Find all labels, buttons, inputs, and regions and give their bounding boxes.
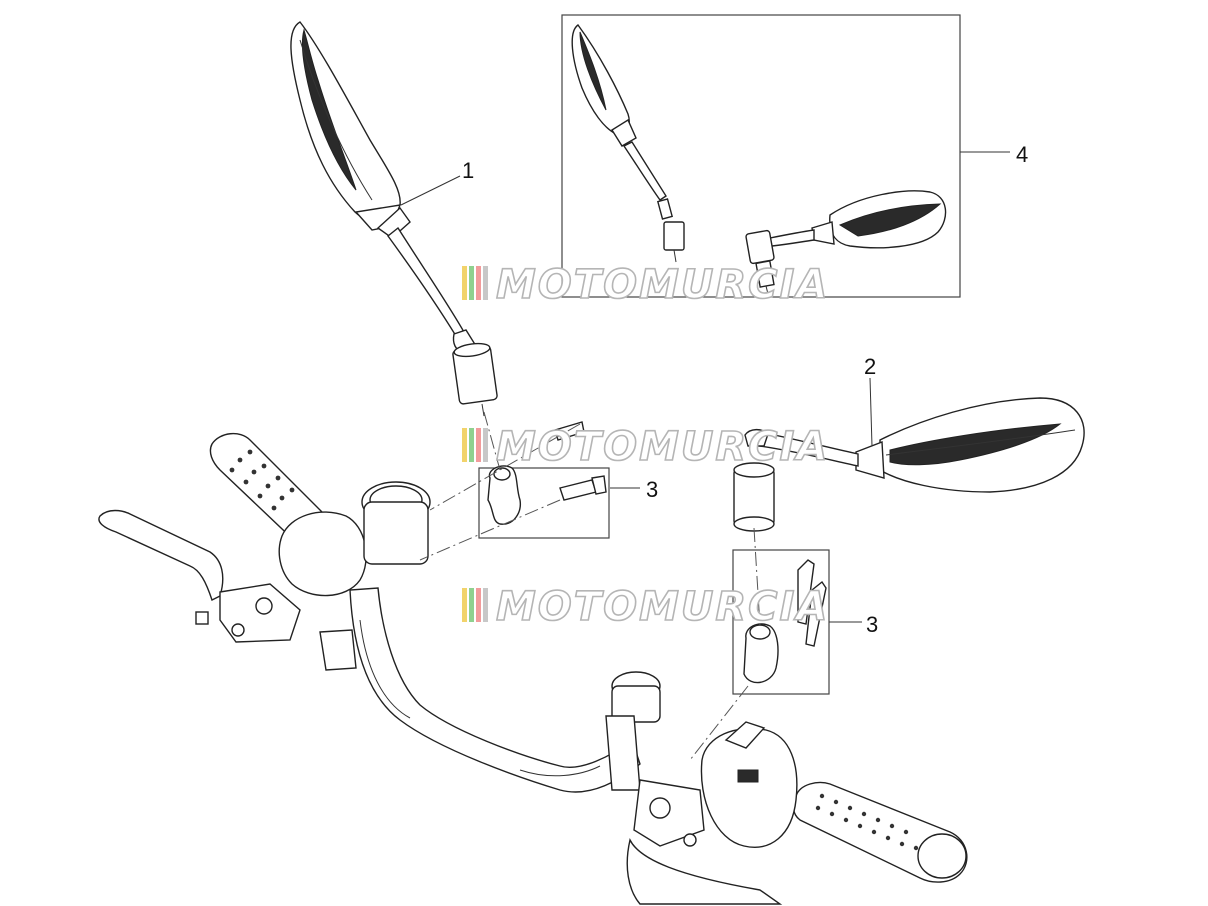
watermark-text: MOTOMURCIA	[496, 584, 829, 630]
watermark-3: MOTOMURCIA	[462, 583, 829, 631]
watermark-stripe	[483, 266, 488, 300]
assembly-lines	[419, 411, 761, 761]
watermark-stripe	[462, 588, 467, 622]
left-controls	[98, 481, 431, 671]
watermark-stripe	[469, 266, 474, 300]
watermark-stripe	[476, 588, 481, 622]
mirror-clamp-lower-part-3	[743, 559, 827, 684]
callout-1: 1	[462, 158, 474, 183]
watermark-stripe	[476, 428, 481, 462]
mirror-left-part-1	[290, 21, 498, 417]
callout-4: 4	[1016, 142, 1028, 167]
watermark-stripe	[469, 588, 474, 622]
watermark-stripe	[469, 428, 474, 462]
watermark-stripe	[483, 428, 488, 462]
clamp-box-upper	[478, 467, 610, 539]
right-grip	[792, 781, 968, 883]
watermark-stripe	[462, 428, 467, 462]
watermark-1: MOTOMURCIA	[462, 261, 829, 309]
right-controls	[605, 671, 798, 905]
watermark-text: MOTOMURCIA	[496, 424, 829, 470]
watermark-text: MOTOMURCIA	[496, 262, 829, 308]
mirror-set-box	[561, 14, 961, 298]
leader-lines	[400, 151, 1010, 623]
callout-3-lower: 3	[866, 612, 878, 637]
watermark-2: MOTOMURCIA	[462, 423, 829, 471]
callout-2: 2	[864, 354, 876, 379]
watermark-stripe	[476, 266, 481, 300]
watermark-stripe	[462, 266, 467, 300]
callout-3-upper: 3	[646, 477, 658, 502]
watermark-stripe	[483, 588, 488, 622]
mirror-right-part-2	[733, 397, 1085, 532]
mirror-set-part-4	[571, 24, 947, 295]
